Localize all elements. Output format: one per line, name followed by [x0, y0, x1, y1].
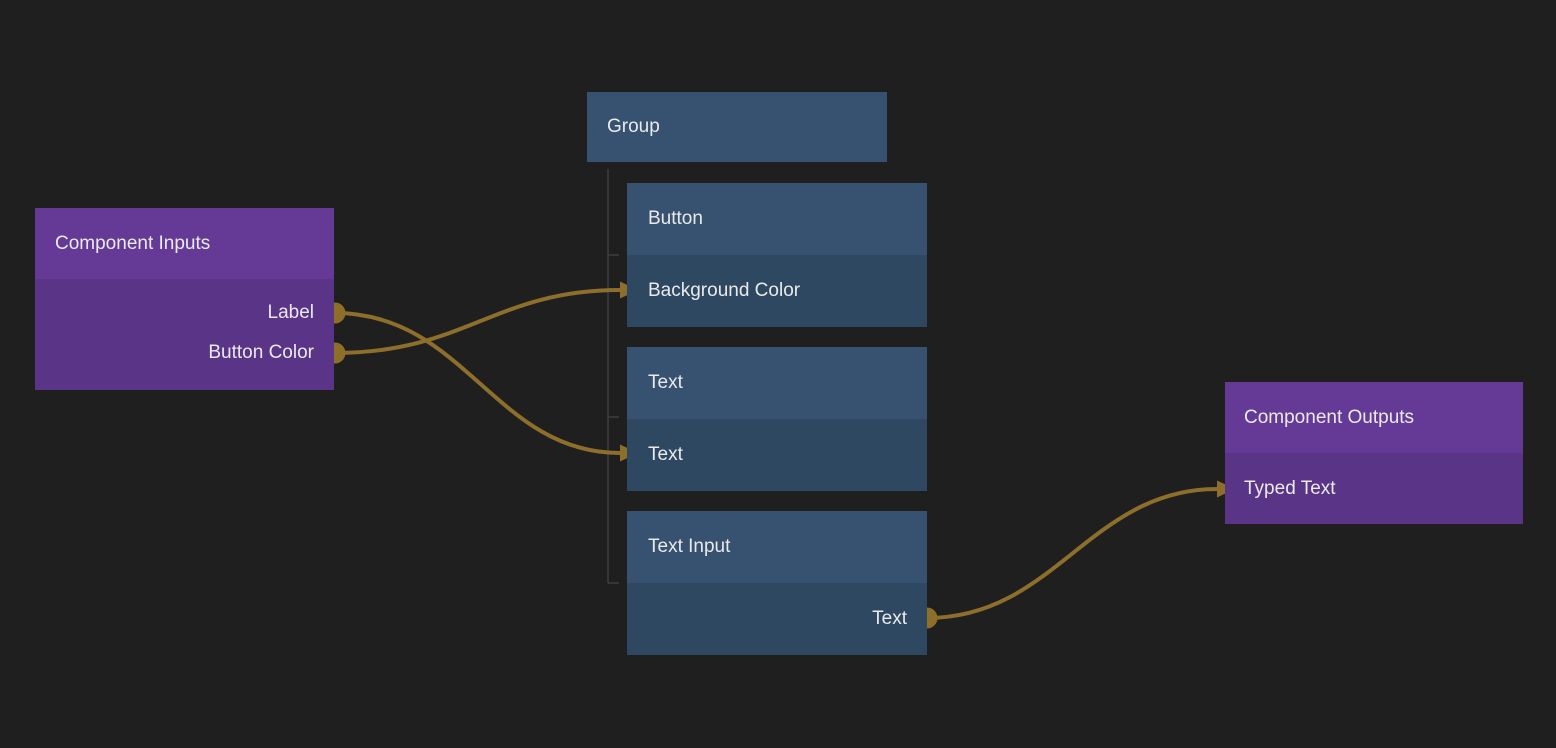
node-title: Component Outputs [1244, 406, 1415, 428]
node-group: Group [587, 92, 887, 162]
node-component-inputs-body: Label Button Color [35, 279, 334, 390]
output-row-text[interactable]: Text [627, 583, 927, 655]
input-row-text[interactable]: Text [627, 419, 927, 491]
output-row-label[interactable]: Label [35, 293, 334, 333]
node-button: Button Background Color [627, 183, 927, 327]
wire-label-to-text[interactable] [334, 311, 621, 455]
node-component-inputs: Component Inputs Label Button Color [35, 208, 334, 390]
node-text-body: Text [627, 419, 927, 491]
input-row-typed-text[interactable]: Typed Text [1225, 453, 1523, 524]
node-button-body: Background Color [627, 255, 927, 327]
node-text-input-body: Text [627, 583, 927, 655]
node-button-header[interactable]: Button [627, 183, 927, 255]
node-text-input: Text Input Text [627, 511, 927, 655]
node-title: Group [607, 116, 660, 137]
node-component-outputs-body: Typed Text [1225, 453, 1523, 524]
node-text-header[interactable]: Text [627, 347, 927, 419]
input-row-background-color[interactable]: Background Color [627, 255, 927, 327]
node-component-outputs-header[interactable]: Component Outputs [1225, 382, 1523, 453]
node-text: Text Text [627, 347, 927, 491]
wire-button-color-to-background-color[interactable] [334, 288, 621, 355]
port-label: Text [648, 444, 683, 465]
group-tree-line [607, 169, 619, 584]
node-title: Button [648, 208, 703, 229]
node-text-input-header[interactable]: Text Input [627, 511, 927, 583]
port-label: Typed Text [1244, 477, 1336, 499]
node-title: Component Inputs [55, 232, 211, 254]
node-group-header[interactable]: Group [587, 92, 887, 162]
wire-text-to-typed-text[interactable] [926, 487, 1218, 620]
node-component-outputs: Component Outputs Typed Text [1225, 382, 1523, 524]
port-label: Label [267, 302, 315, 323]
node-title: Text Input [648, 536, 731, 557]
port-label: Background Color [648, 280, 801, 301]
port-label: Text [872, 608, 907, 629]
node-component-inputs-header[interactable]: Component Inputs [35, 208, 334, 279]
port-label: Button Color [208, 342, 314, 363]
node-title: Text [648, 372, 683, 393]
output-row-button-color[interactable]: Button Color [35, 333, 334, 373]
